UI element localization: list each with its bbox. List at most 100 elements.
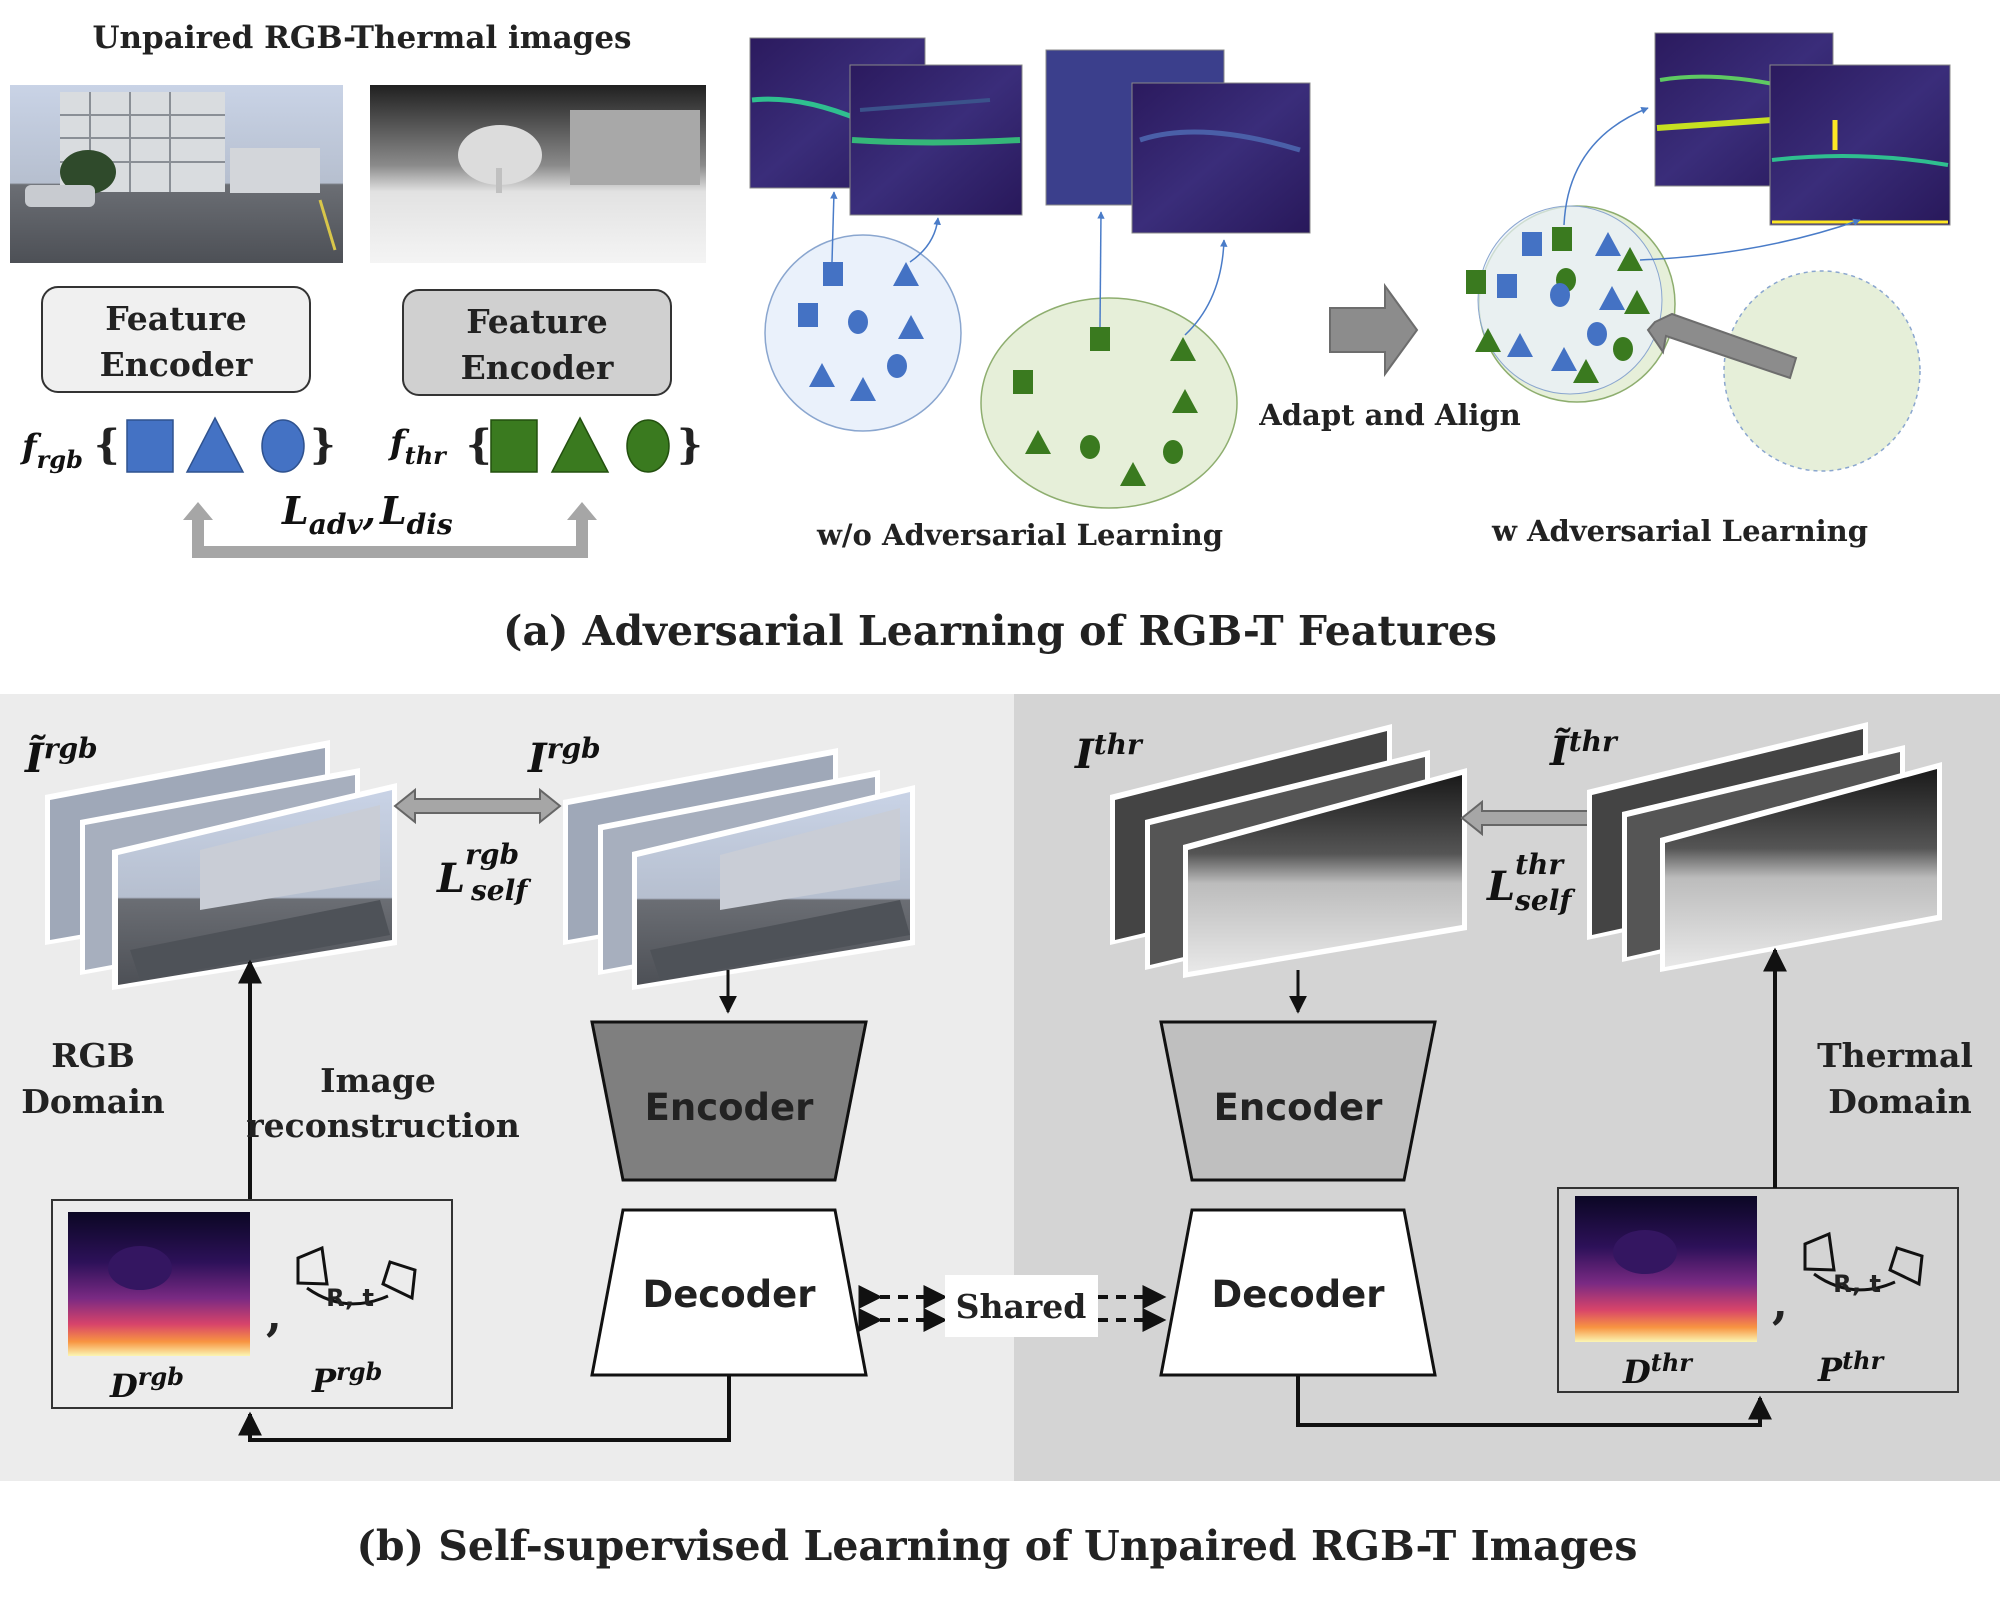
images-title: Unpaired RGB-Thermal images	[92, 20, 631, 56]
target-cluster-dashed	[1723, 270, 1921, 472]
rgb-encoder-block	[590, 1020, 868, 1182]
cluster-wo-thr-triangle-3	[1025, 430, 1051, 454]
cluster-wo-thr-circle-1	[1080, 435, 1100, 459]
aligned-thr-square-2	[1466, 270, 1486, 294]
f-thr-close-brace: }	[677, 421, 703, 468]
aligned-thr-triangle-2	[1624, 290, 1650, 314]
l-self-rgb-double-arrow	[393, 787, 562, 825]
link-arrow-w-2	[1639, 218, 1861, 261]
wo-adversarial-label: w/o Adversarial Learning	[816, 518, 1223, 552]
aligned-rgb-triangle-3	[1507, 333, 1533, 357]
p-thr-label: Pthr	[1817, 1346, 1886, 1389]
cluster-wo-rgb-triangle-2	[898, 315, 924, 339]
w-adversarial-label: w Adversarial Learning	[1491, 514, 1868, 548]
rgb-reconstructed-stack	[45, 740, 397, 990]
rgb-input-stack	[563, 748, 915, 990]
rgb-domain-label-line2: Domain	[21, 1082, 164, 1121]
rgb-encoder-label-line2: Encoder	[100, 345, 253, 384]
thr-triangle-shape	[550, 416, 610, 473]
image-reconstruction-label-line1: Image	[320, 1061, 436, 1100]
i-thr-label: Ithr	[1074, 728, 1144, 778]
cluster-wo-rgb-square-1	[823, 262, 843, 286]
cluster-wo-rgb-circle-1	[848, 310, 868, 334]
shared-label: Shared	[956, 1287, 1087, 1326]
f-rgb-label: frgb	[20, 427, 83, 474]
aligned-thr-circle-2	[1613, 337, 1633, 361]
thr-circle-shape	[626, 419, 670, 473]
p-rgb-label: Prgb	[311, 1357, 382, 1400]
image-reconstruction-label-line2: reconstruction	[246, 1106, 520, 1145]
thermal-encoder-label-line2: Encoder	[461, 348, 614, 387]
rgb-encoder-block-label: Encoder	[645, 1086, 815, 1129]
align-push-arrow	[1646, 312, 1798, 380]
thermal-rt-label: R, t	[1833, 1270, 1881, 1298]
thermal-encoder-block-label: Encoder	[1214, 1086, 1384, 1129]
thr-square-shape	[490, 419, 538, 473]
rgb-rt-label: R, t	[326, 1284, 374, 1312]
cluster-wo-thr-square-2	[1013, 370, 1033, 394]
d-thr-label: Dthr	[1622, 1348, 1694, 1391]
f-thr-label: fthr	[388, 423, 448, 470]
thermal-reconstructed-stack	[1587, 722, 1942, 972]
rgb-circle-shape	[261, 419, 305, 473]
cluster-wo-thr-triangle-2	[1172, 389, 1198, 413]
aligned-rgb-square-2	[1497, 274, 1517, 298]
shared-label-box	[945, 1275, 1098, 1337]
aligned-thr-triangle-1	[1617, 247, 1643, 271]
rgb-output-comma: ,	[266, 1287, 282, 1341]
rgb-square-shape	[126, 419, 174, 473]
aligned-thr-triangle-3	[1475, 328, 1501, 352]
aligned-rgb-circle-2	[1587, 322, 1607, 346]
thermal-depth-map-object	[1613, 1230, 1677, 1274]
rgb-triangle-shape	[185, 416, 245, 473]
cluster-wo-rgb-circle-2	[887, 354, 907, 378]
thermal-output-comma: ,	[1772, 1275, 1788, 1329]
link-arrow-rgb-wo-1	[830, 191, 838, 263]
f-rgb-close-brace: }	[310, 421, 336, 468]
aligned-rgb-square-1	[1522, 232, 1542, 256]
feature-map-stack-w	[1654, 32, 1951, 226]
thermal-depth-map	[1575, 1196, 1757, 1342]
link-arrow-rgb-wo-2	[909, 217, 941, 263]
rgb-depth-pose-box	[51, 1199, 453, 1409]
thermal-input-image	[370, 85, 706, 263]
link-arrow-thr-wo-2	[1184, 239, 1228, 336]
thermal-decoder-to-output-arrow	[1296, 1375, 1772, 1427]
caption-b: (b) Self-supervised Learning of Unpaired…	[357, 1522, 1638, 1570]
aligned-rgb-circle-1	[1550, 283, 1570, 307]
thermal-encoder-label-line1: Feature	[466, 302, 608, 341]
thermal-feature-encoder	[402, 289, 672, 396]
rgb-domain-label-line1: RGB	[51, 1036, 135, 1075]
i-tilde-thr-label: Ĩthr	[1549, 725, 1619, 775]
rgb-input-image	[10, 85, 343, 263]
thermal-decoder-block	[1159, 1208, 1437, 1377]
adapt-align-label: Adapt and Align	[1258, 398, 1520, 432]
cluster-wo-thr-triangle-4	[1120, 462, 1146, 486]
caption-a: (a) Adversarial Learning of RGB-T Featur…	[503, 607, 1497, 655]
rgb-decoder-block-label: Decoder	[643, 1273, 817, 1316]
thermal-depth-pose-box	[1557, 1187, 1959, 1393]
d-rgb-label: Drgb	[109, 1362, 184, 1405]
f-rgb-open-brace: {	[94, 421, 120, 468]
cluster-wo-thr-square-1	[1090, 327, 1110, 351]
i-tilde-rgb-label: Ĩrgb	[24, 732, 98, 782]
thermal-decoder-block-label: Decoder	[1212, 1273, 1386, 1316]
i-rgb-label: Irgb	[527, 732, 601, 782]
aligned-thr-triangle-4	[1573, 359, 1599, 383]
rgb-depth-map-object	[108, 1246, 172, 1290]
shared-dashed-arrows	[858, 1285, 1167, 1332]
rgb-decoder-to-output-arrow	[238, 1375, 731, 1442]
aligned-thr-square-1	[1552, 227, 1572, 251]
thermal-input-stack	[1110, 724, 1467, 978]
cluster-wo-rgb-square-2	[798, 303, 818, 327]
rgb-camera-pose-icon	[296, 1245, 417, 1306]
thermal-domain-label-line1: Thermal	[1817, 1036, 1973, 1075]
loss-adv-dis-label: Ladv,Ldis	[281, 488, 453, 541]
rgb-feature-cluster-wo	[764, 234, 962, 432]
cluster-wo-rgb-triangle-3	[809, 363, 835, 387]
loss-bracket-arrow	[183, 502, 597, 558]
feature-map-stack-thr-wo	[1045, 49, 1311, 234]
link-arrow-w-1	[1563, 107, 1649, 226]
